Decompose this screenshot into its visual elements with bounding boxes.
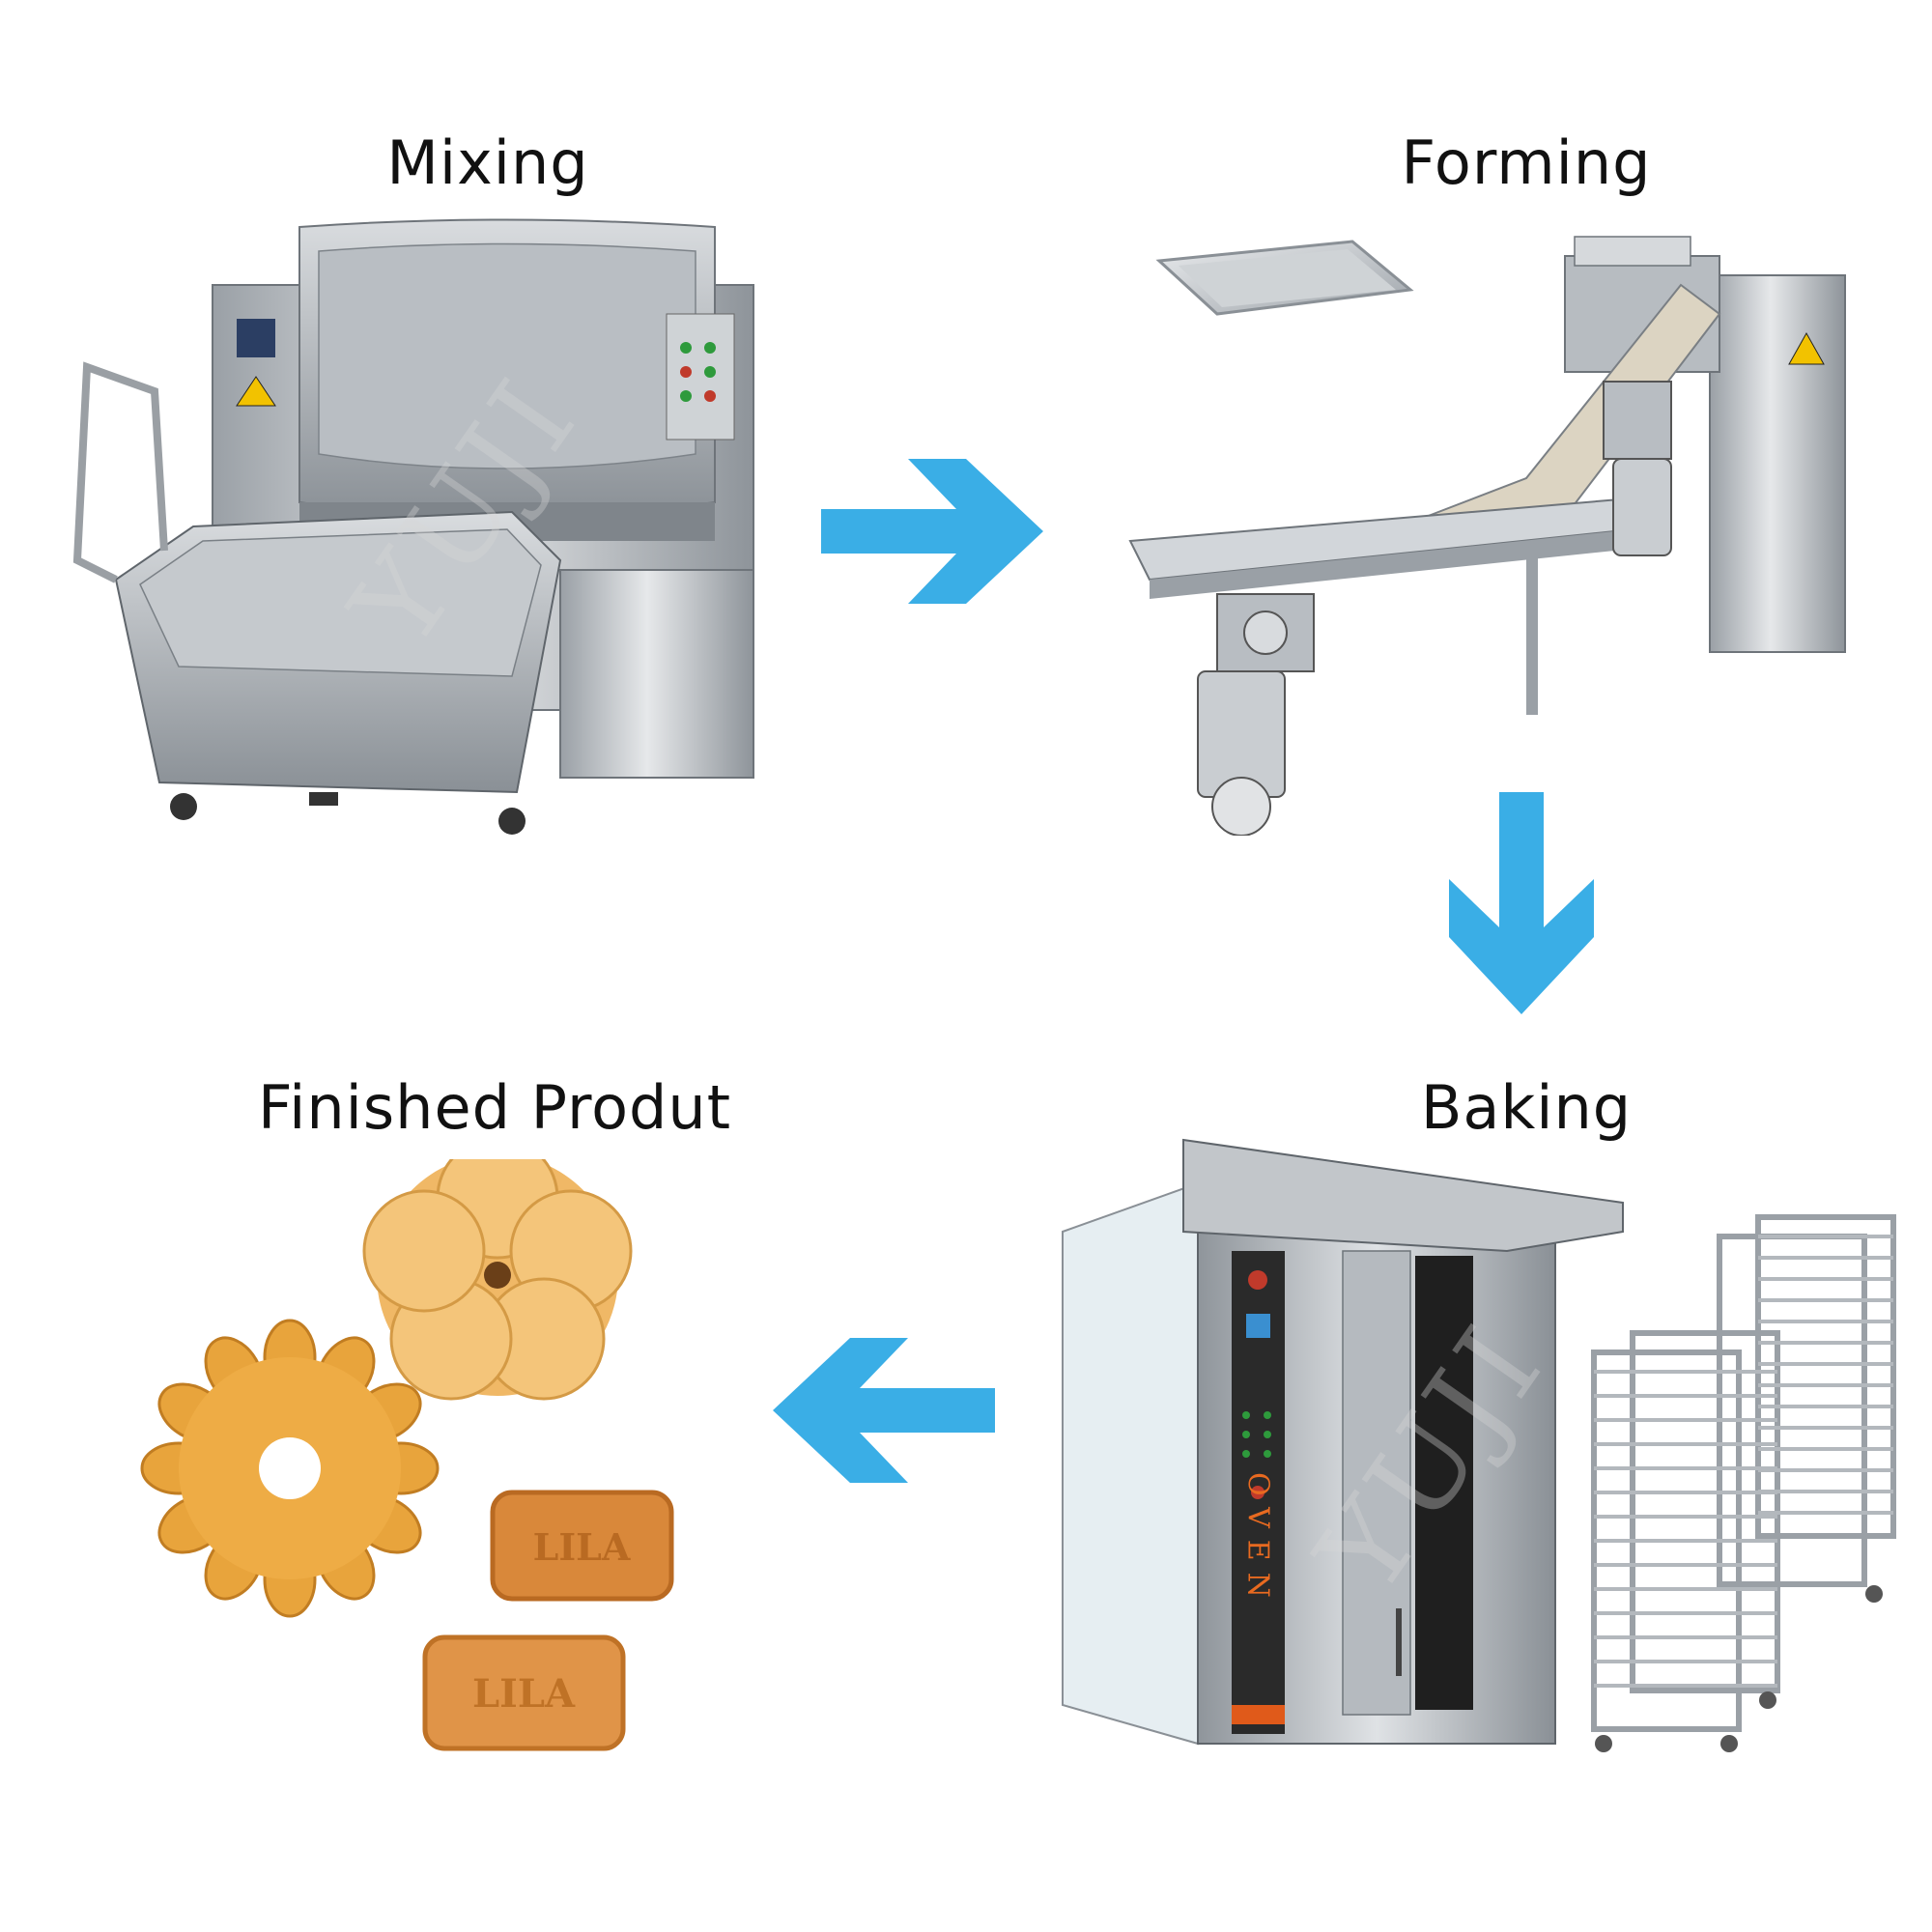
cookie-stamp-text: LILA [533, 1525, 631, 1569]
arrow-left-icon [773, 1338, 995, 1483]
stage-label-baking: Baking [1420, 1072, 1633, 1143]
oven-label: OVEN [1241, 1472, 1275, 1609]
rotary-oven: OVEN [1062, 1138, 1624, 1746]
trolley-racks [1591, 1214, 1896, 1752]
stage-label-finished: Finished Produt [257, 1072, 732, 1143]
stage-label-forming: Forming [1401, 128, 1652, 198]
arrow-right-icon [821, 459, 1043, 604]
stage-label-mixing: Mixing [386, 128, 589, 198]
arrow-down-icon [1449, 792, 1594, 1014]
cookie-stamp-text: LILA [472, 1671, 576, 1717]
dough-mixer-machine [72, 218, 754, 835]
forming-machine [1128, 236, 1846, 836]
finished-cookies: LILA LILA [140, 1159, 674, 1751]
